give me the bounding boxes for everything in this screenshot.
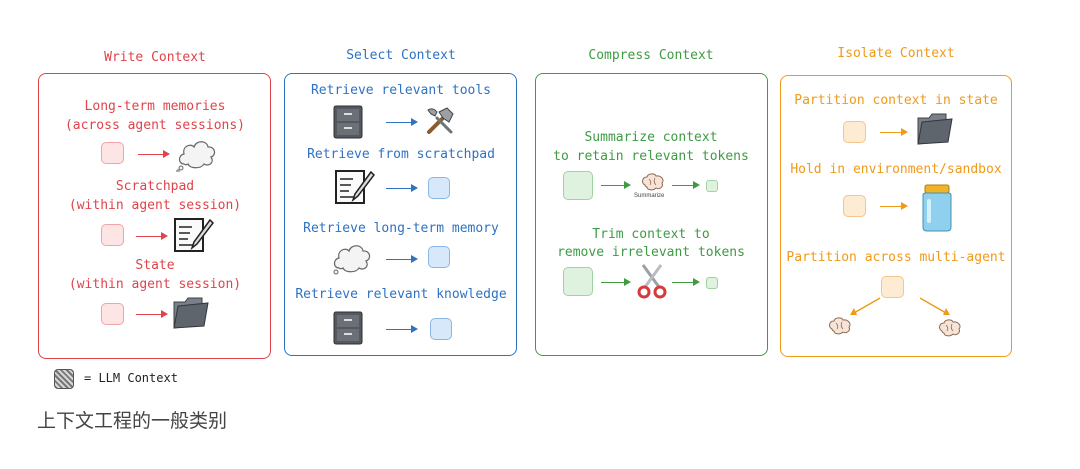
llm-context-legend-label: = LLM Context	[84, 371, 178, 385]
folder-icon	[917, 113, 953, 145]
file-cabinet-icon	[333, 311, 363, 345]
notepad-icon	[174, 218, 214, 252]
llm-context-square	[706, 277, 718, 289]
arrow	[386, 255, 418, 263]
long-term-memories-sublabel: (across agent sessions)	[64, 118, 245, 133]
llm-context-square	[881, 276, 904, 298]
figure-caption: 上下文工程的一般类别	[37, 410, 228, 432]
llm-context-square	[563, 171, 593, 200]
jar-icon	[922, 184, 952, 232]
long-term-memories-label: Long-term memories	[84, 99, 226, 114]
retrieve-tools-label: Retrieve relevant tools	[310, 83, 491, 98]
arrow	[136, 232, 168, 240]
cloud-icon	[333, 245, 371, 275]
partition-state-label: Partition context in state	[794, 93, 998, 108]
state-label: State	[135, 258, 175, 273]
state-sublabel: (within agent session)	[68, 277, 242, 292]
hold-environment-label: Hold in environment/sandbox	[790, 162, 1002, 177]
arrow	[136, 310, 168, 318]
llm-context-square	[101, 142, 124, 164]
arrow	[880, 128, 908, 136]
isolate-context-title: Isolate Context	[837, 46, 955, 61]
summarize-sublabel: Summarize	[634, 193, 665, 199]
llm-context-square	[706, 180, 718, 192]
scissors-icon	[637, 264, 667, 299]
trim-context-sublabel: remove irrelevant tokens	[557, 245, 745, 260]
summarize-context-label: Summarize context	[584, 130, 718, 145]
arrow	[386, 184, 418, 192]
cloud-icon	[176, 141, 216, 172]
llm-context-square	[428, 177, 450, 199]
write-context-panel	[38, 73, 271, 359]
llm-context-square	[101, 303, 124, 325]
summarize-context-sublabel: to retain relevant tokens	[553, 149, 749, 164]
folder-icon	[173, 297, 209, 329]
arrow	[138, 150, 170, 158]
compress-context-title: Compress Context	[588, 48, 714, 63]
arrow	[672, 181, 700, 189]
isolate-context-panel	[780, 75, 1012, 357]
scratchpad-sublabel: (within agent session)	[68, 198, 242, 213]
llm-context-square	[563, 267, 593, 296]
brain-icon	[829, 317, 851, 335]
file-cabinet-icon	[333, 105, 363, 139]
select-context-title: Select Context	[346, 48, 456, 63]
retrieve-scratchpad-label: Retrieve from scratchpad	[307, 147, 495, 162]
select-context-panel	[284, 73, 517, 356]
llm-context-square	[101, 224, 124, 246]
llm-context-square	[430, 318, 452, 340]
arrow	[601, 181, 631, 189]
llm-context-legend-swatch	[54, 369, 74, 389]
write-context-title: Write Context	[104, 50, 206, 65]
arrow	[386, 118, 418, 126]
scratchpad-label: Scratchpad	[115, 179, 195, 194]
compress-context-panel	[535, 73, 768, 356]
split-arrows	[850, 297, 950, 315]
retrieve-memory-label: Retrieve long-term memory	[303, 221, 499, 236]
arrow	[880, 202, 908, 210]
llm-context-square	[428, 246, 450, 268]
arrow	[601, 278, 631, 286]
brain-icon	[939, 319, 961, 337]
trim-context-label: Trim context to	[592, 227, 710, 242]
retrieve-knowledge-label: Retrieve relevant knowledge	[295, 287, 507, 302]
arrow	[386, 325, 418, 333]
arrow	[672, 278, 700, 286]
tools-icon	[427, 107, 454, 134]
llm-context-square	[843, 195, 866, 217]
notepad-icon	[335, 170, 375, 204]
partition-multi-agent-label: Partition across multi-agent	[786, 250, 1006, 265]
llm-context-square	[843, 121, 866, 143]
brain-icon	[642, 173, 664, 191]
